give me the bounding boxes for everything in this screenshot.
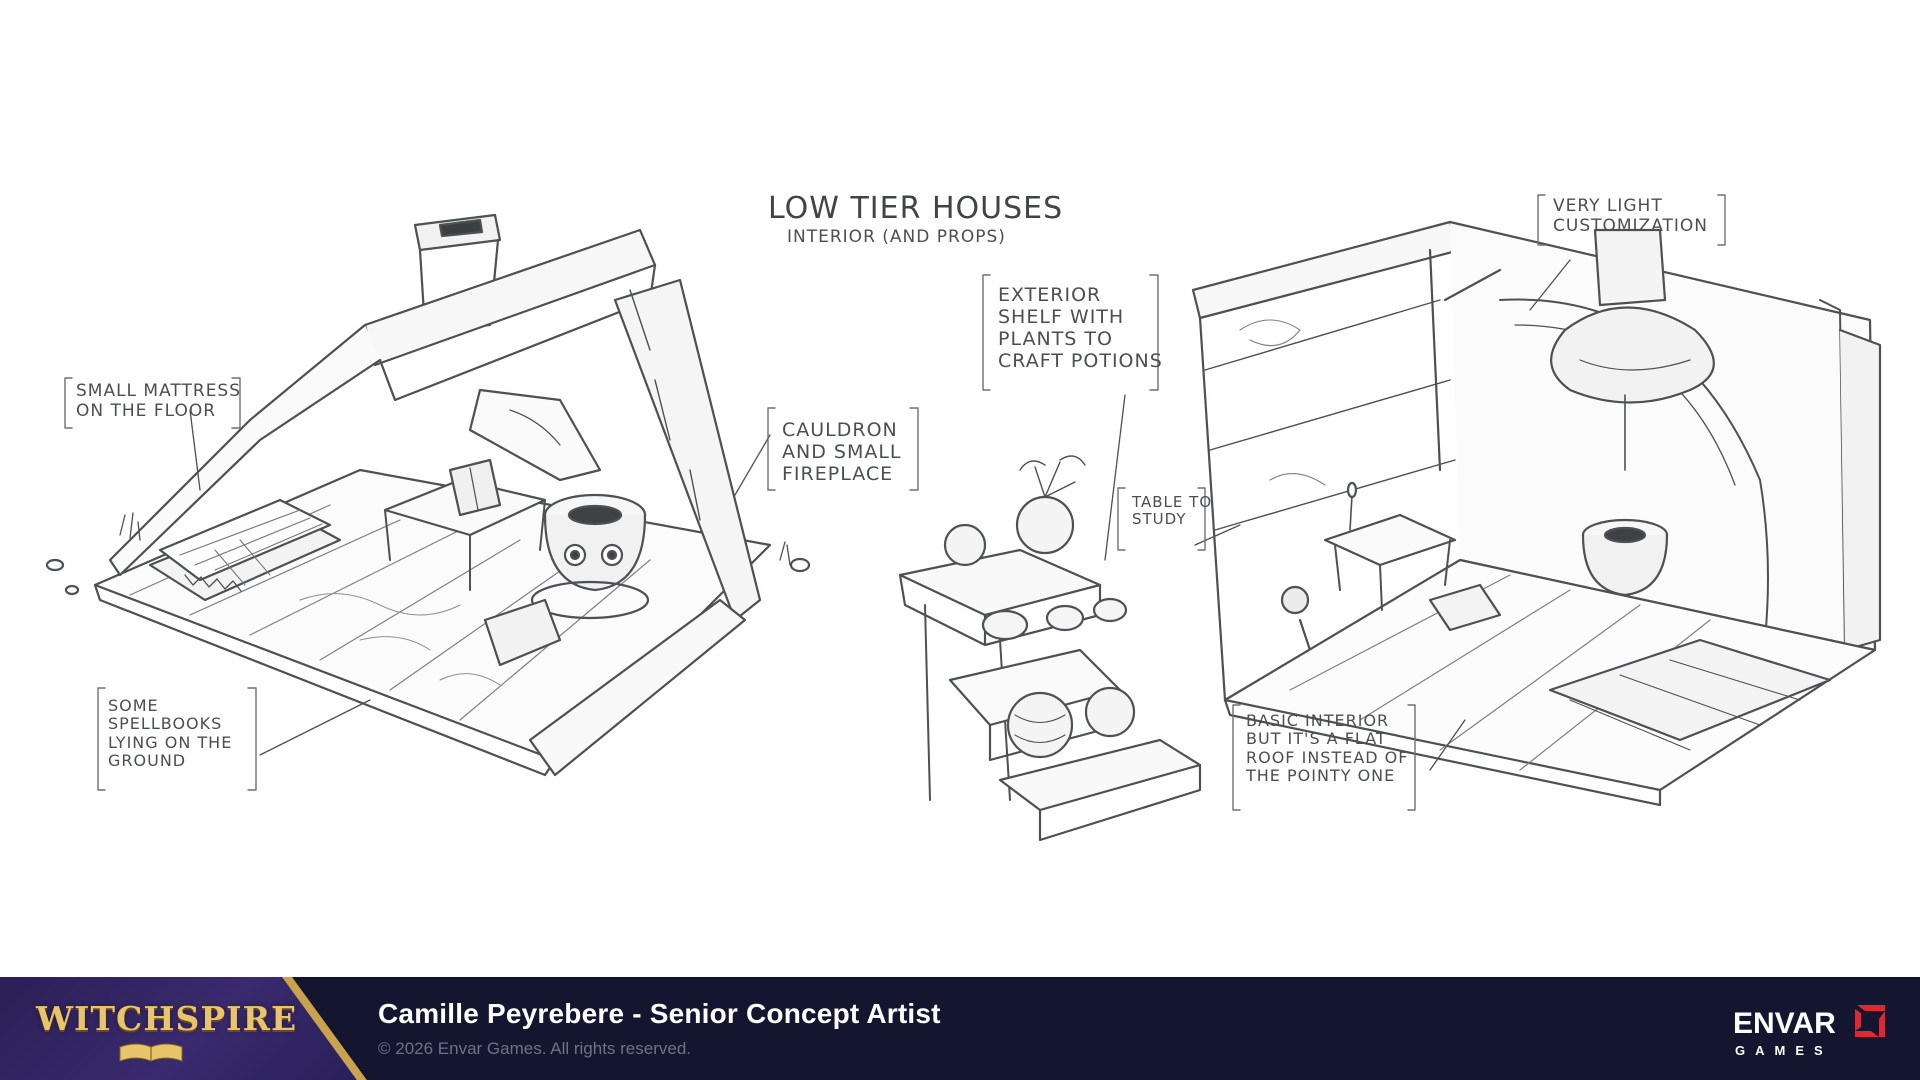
note-basic-interior: BASIC INTERIOR BUT IT'S A FLAT ROOF INST… [1246, 711, 1409, 786]
note-table-study: TABLE TO STUDY [1132, 493, 1213, 529]
sheet-title: LOW TIER HOUSES [768, 191, 1064, 226]
note-spellbooks: SOME SPELLBOOKS LYING ON THE GROUND [108, 696, 233, 771]
envar-mark-icon [1855, 1005, 1885, 1037]
callout-brackets [64, 194, 1726, 811]
note-light-customization: VERY LIGHT CUSTOMIZATION [1553, 196, 1709, 236]
note-cauldron-fireplace: CAULDRON AND SMALL FIREPLACE [782, 419, 902, 485]
open-book-icon [119, 1043, 183, 1062]
witchspire-logo: WITCHSPIRE [36, 995, 298, 1065]
copyright-notice: © 2026 Envar Games. All rights reserved. [378, 1039, 691, 1058]
a-frame-house-sketch [45, 213, 811, 777]
artist-credit: Camille Peyrebere - Senior Concept Artis… [378, 998, 941, 1029]
concept-sketch-sheet: LOW TIER HOUSES INTERIOR (AND PROPS) SMA… [45, 191, 1882, 842]
sheet-subtitle: INTERIOR (AND PROPS) [787, 227, 1006, 247]
credits-footer-bar: WITCHSPIRE Camille Peyrebere - Senior Co… [0, 977, 1920, 1080]
potion-shelf-sketch [898, 394, 1202, 842]
studio-subtitle: GAMES [1735, 1043, 1833, 1058]
note-exterior-shelf: EXTERIOR SHELF WITH PLANTS TO CRAFT POTI… [998, 284, 1163, 372]
witchspire-logo-text: WITCHSPIRE [36, 999, 298, 1038]
interior-house-sketch [1191, 220, 1882, 807]
studio-name: ENVAR [1733, 1007, 1836, 1040]
house-sketches-artwork [45, 194, 1882, 842]
envar-games-logo: ENVAR GAMES [1733, 993, 1893, 1065]
note-small-mattress: SMALL MATTRESS ON THE FLOOR [76, 381, 242, 421]
